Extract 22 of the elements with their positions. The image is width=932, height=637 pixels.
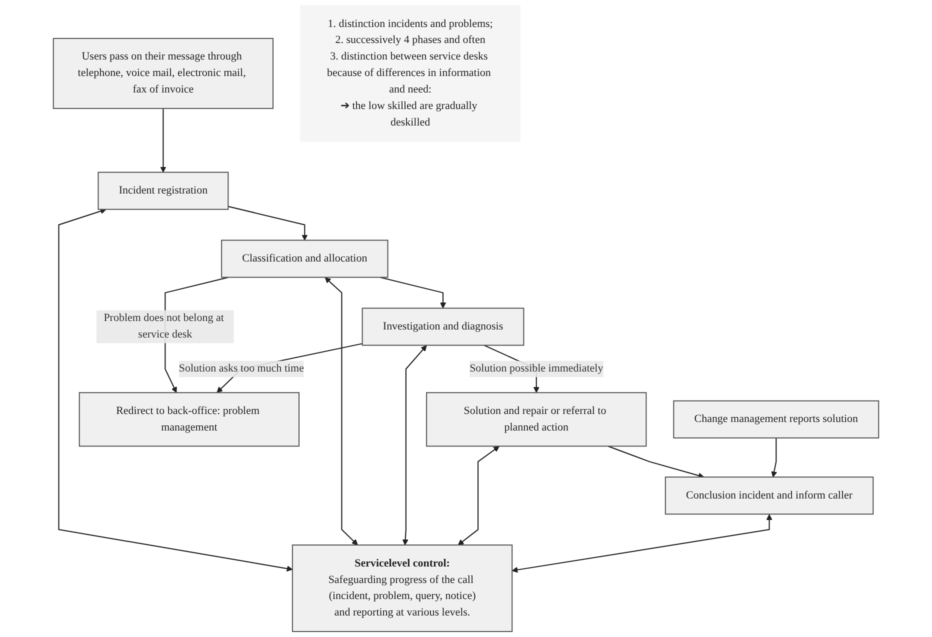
arrow [160,108,166,173]
arrow [380,276,446,308]
node-box: Investigation and diagnosis [362,308,524,346]
arrow [771,438,778,478]
node-box: Classification and allocation [221,240,388,278]
node-box: Solution and repair or referral to planned action [426,392,647,447]
node-box: Users pass on their message through telephone, voice mail, electronic mail, fax of invoice [52,38,274,109]
edge-label: Solution possible immediately [470,362,604,374]
node-box: Incident registration [98,172,229,210]
node-box: Change management reports solution [673,400,880,438]
edge-label: Solution asks too much time [178,362,304,374]
arrow [324,277,358,546]
arrow [458,446,500,546]
node-box: Conclusion incident and inform caller [664,476,874,515]
node-box: Servicelevel control: Safeguarding progress of the call (incident, problem, query, notice) and reporting at various levels. [292,544,513,632]
arrow [512,514,772,573]
arrow [608,446,704,478]
arrow [228,206,308,241]
arrow [58,208,293,572]
arrow [402,345,427,546]
edge-label: Problem does not belong at service desk [104,312,224,340]
node-box: Redirect to back-office: problem management [78,392,300,447]
